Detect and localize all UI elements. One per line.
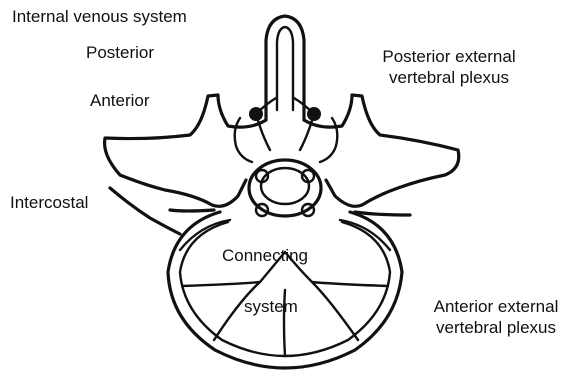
label-anterior-external-line2: vertebral plexus [420, 317, 572, 338]
label-anterior: Anterior [90, 90, 150, 111]
label-system: system [244, 296, 298, 317]
anterior-external-vein-left [170, 210, 214, 211]
anterior-external-vein-right [355, 212, 410, 215]
posterior-plexus-veins [256, 98, 314, 150]
label-internal-venous-system: Internal venous system [12, 6, 187, 27]
left-transverse-process [105, 95, 266, 206]
spinous-inner-vein [277, 27, 293, 110]
left-lamina-curve [235, 118, 252, 162]
right-lamina-curve [320, 118, 337, 162]
label-anterior-external-plexus: Anterior external vertebral plexus [420, 296, 572, 338]
label-posterior-external-plexus: Posterior external vertebral plexus [366, 46, 532, 88]
label-connecting: Connecting [222, 245, 308, 266]
label-intercostal: Intercostal [10, 192, 88, 213]
right-transverse-process [304, 95, 459, 206]
spinous-process [266, 16, 304, 120]
label-posterior-external-line1: Posterior external [366, 46, 532, 67]
label-posterior-external-line2: vertebral plexus [366, 67, 532, 88]
label-posterior: Posterior [86, 42, 154, 63]
label-anterior-external-line1: Anterior external [420, 296, 572, 317]
